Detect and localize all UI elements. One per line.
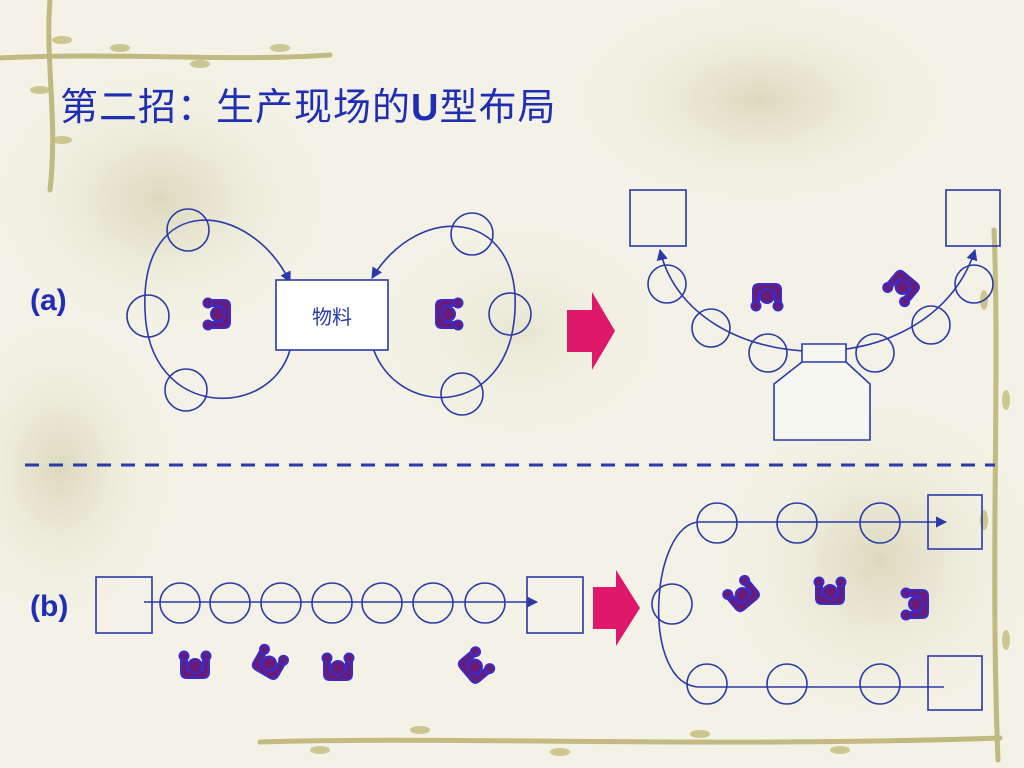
- worker-icon: [178, 650, 212, 679]
- worker-icon: [813, 576, 847, 605]
- worker-icon: [435, 297, 464, 331]
- section-a-after: [629, 189, 1001, 441]
- label-a: (a): [30, 284, 67, 317]
- section-b-after: [651, 494, 983, 711]
- worker-icon: [900, 587, 929, 621]
- label-b: (b): [30, 590, 69, 623]
- worker-icon: [880, 266, 924, 310]
- worker-icon: [750, 283, 784, 312]
- worker-icon: [454, 644, 498, 688]
- worker-icon: [321, 652, 355, 681]
- title-u: U: [411, 87, 440, 129]
- material-box-label: 物料: [312, 305, 352, 329]
- section-a-before: [126, 208, 532, 416]
- section-b-before: [95, 576, 584, 634]
- worker-icon: [248, 642, 291, 683]
- worker-icon: [202, 297, 231, 331]
- transform-arrow-icon: [593, 570, 640, 646]
- title-suffix: 型布局: [439, 85, 557, 129]
- title-prefix: 第二招：生产现场的: [60, 85, 412, 129]
- worker-icon: [720, 572, 764, 616]
- page-title: 第二招：生产现场的U型布局: [60, 76, 556, 131]
- transform-arrow-icon: [567, 292, 615, 370]
